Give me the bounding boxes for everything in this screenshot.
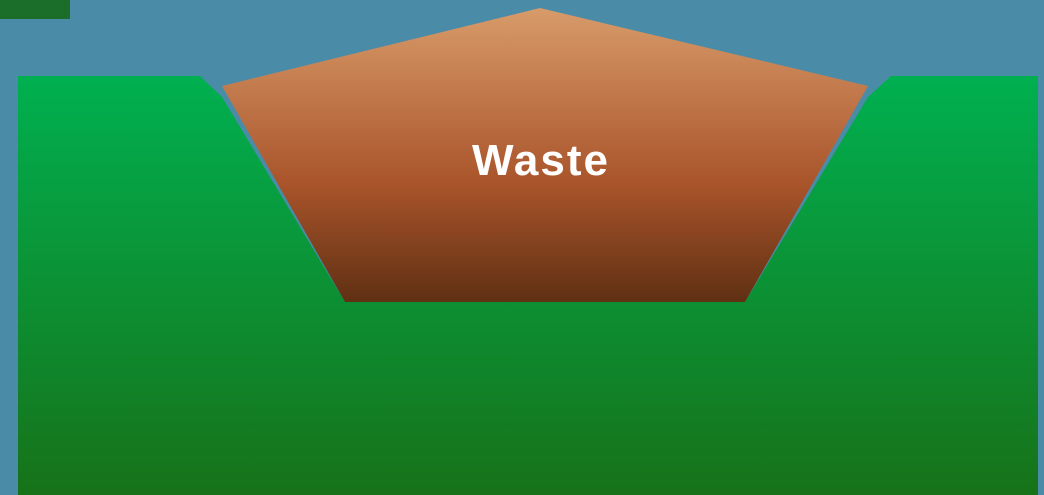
corner-block	[0, 0, 70, 19]
waste-label: Waste	[472, 136, 610, 185]
